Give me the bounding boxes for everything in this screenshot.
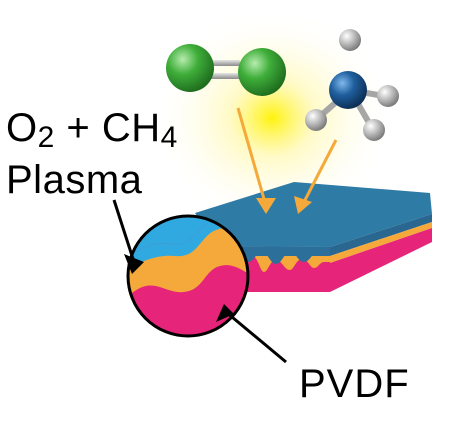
pvdf-label: PVDF — [299, 362, 410, 406]
circle-orange-wave — [128, 224, 248, 302]
gas-left-text: O — [6, 106, 38, 150]
gas-arrow-left — [236, 107, 276, 214]
gas-join-text: + CH — [54, 106, 161, 150]
gas-right-subscript: 4 — [160, 121, 178, 154]
pvdf-pointer-arrow — [216, 304, 287, 364]
methane-molecule-icon — [305, 29, 399, 141]
film-right-blue-layer — [330, 214, 432, 256]
film-right-pink-layer — [330, 228, 432, 292]
film-right-orange-layer — [330, 222, 432, 263]
plasma-pointer-arrow — [112, 199, 144, 274]
gas-left-subscript: 2 — [37, 121, 55, 154]
circle-blue-wave — [128, 218, 248, 270]
plasma-label: Plasma — [6, 158, 143, 202]
oxygen-molecule-icon — [166, 44, 286, 96]
gas-arrow-right — [294, 139, 338, 214]
film-top-surface — [195, 182, 432, 247]
gas-label: O2 + CH4 — [6, 108, 178, 153]
